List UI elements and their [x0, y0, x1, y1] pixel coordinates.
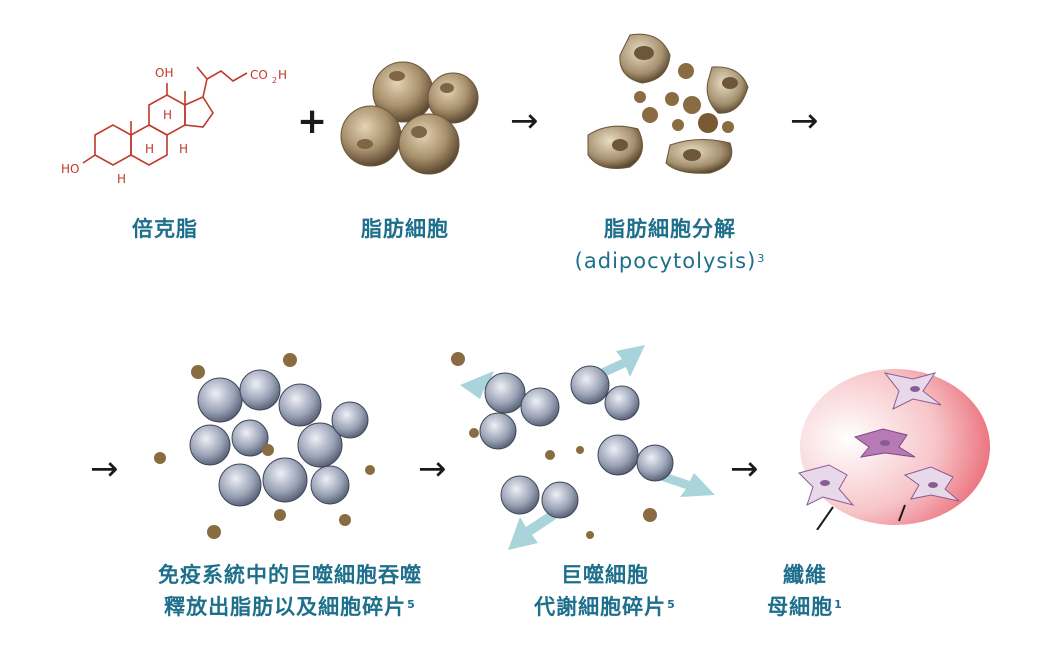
macrophage — [500, 475, 540, 515]
fat-cells-label: 脂肪細胞 — [361, 217, 449, 241]
fat-droplet — [643, 508, 657, 522]
cell-nucleus — [910, 386, 920, 392]
fat-droplet — [722, 121, 734, 133]
fat-droplet — [191, 365, 205, 379]
macrophage — [278, 383, 322, 427]
fibroblast-label-line2-text: 母細胞 — [767, 595, 834, 619]
cell-fragment — [706, 66, 749, 114]
fat-cells-illustration — [340, 61, 479, 175]
macrophage — [636, 444, 674, 482]
macrophage — [520, 387, 560, 427]
fat-droplet — [262, 444, 274, 456]
fibroblast-label-line1: 纖維 — [783, 563, 827, 587]
deoxycholic-label: 倍克脂 — [132, 217, 198, 241]
macrophage — [541, 481, 579, 519]
metabolize-label-line2: 代謝細胞碎片5 — [505, 592, 705, 622]
fat-droplet — [698, 113, 718, 133]
flow-arrow — [508, 511, 556, 550]
arrow-to-adipocytolysis: → — [510, 101, 539, 141]
fat-droplet — [683, 96, 701, 114]
fibroblast-tissue-illustration — [798, 369, 990, 530]
fat-cell — [340, 105, 402, 167]
fat-droplet — [469, 428, 479, 438]
fat-droplet — [665, 92, 679, 106]
macrophage — [310, 465, 350, 505]
ho-group-label: HO — [61, 162, 79, 176]
carboxyl-h-label: H — [278, 68, 287, 82]
arrow-to-fibroblasts: → — [730, 449, 759, 489]
macrophages-engulfing-illustration — [154, 353, 375, 539]
lysed-fat-cells-illustration — [587, 33, 749, 174]
macrophage — [297, 422, 343, 468]
fat-droplet — [678, 63, 694, 79]
hydrogen-label-c14: H — [179, 142, 188, 156]
hydrogen-label-c5: H — [117, 172, 126, 186]
cell-nucleus — [928, 482, 938, 488]
fat-droplet — [672, 119, 684, 131]
macrophage — [479, 412, 517, 450]
cell-fragment — [634, 46, 654, 60]
fat-droplet — [154, 452, 166, 464]
macrophage — [604, 385, 640, 421]
hydrogen-label-c8: H — [163, 108, 172, 122]
cell-nucleus — [820, 480, 830, 486]
arrow-to-metabolism: → — [418, 449, 447, 489]
reference-marker: 5 — [407, 598, 416, 611]
macrophage-label-line2: 釋放出脂肪以及細胞碎片5 — [120, 592, 460, 622]
fat-droplet — [545, 450, 555, 460]
reference-marker: 1 — [834, 598, 843, 611]
metabolize-label-line1: 巨噬細胞 — [561, 563, 649, 587]
fat-droplet — [451, 352, 465, 366]
cell-fragment — [612, 139, 628, 151]
hydrogen-label-c9: H — [145, 142, 154, 156]
fat-cell — [398, 113, 460, 175]
metabolize-label-line2-text: 代謝細胞碎片 — [534, 595, 667, 619]
carboxyl-subscript: 2 — [272, 76, 277, 85]
adipocytolysis-english-text: (adipocytolysis) — [574, 249, 757, 273]
fat-droplet — [207, 525, 221, 539]
macrophage — [189, 424, 231, 466]
macrophage — [197, 377, 243, 423]
fat-droplet — [365, 465, 375, 475]
plus-sign: + — [297, 101, 328, 142]
macrophage — [262, 457, 308, 503]
macrophage-label-line2-text: 釋放出脂肪以及細胞碎片 — [164, 595, 407, 619]
macrophage — [597, 434, 639, 476]
fat-droplet — [283, 353, 297, 367]
fat-droplet — [634, 91, 646, 103]
oh-group-label: OH — [155, 66, 173, 80]
macrophages-metabolizing-illustration — [451, 345, 715, 550]
adipocytolysis-label: 脂肪細胞分解 — [604, 217, 736, 241]
fat-cell — [372, 61, 434, 123]
fat-droplet — [274, 509, 286, 521]
cell-fragment — [683, 149, 701, 161]
deoxycholic-acid-structure: OH HO CO 2 H H H H H — [61, 66, 287, 186]
carboxyl-label: CO — [250, 68, 268, 82]
adipocytolysis-english-label: (adipocytolysis)3 — [560, 246, 780, 276]
macrophage-label-line1: 免疫系統中的巨噬細胞吞噬 — [158, 563, 422, 587]
fibroblast-label-line2: 母細胞1 — [740, 592, 870, 622]
macrophage — [570, 365, 610, 405]
arrow-to-next-row: → — [790, 101, 819, 141]
cell-nucleus — [880, 440, 890, 446]
macrophage — [231, 419, 269, 457]
fat-droplet — [642, 107, 658, 123]
macrophage — [484, 372, 526, 414]
macrophage — [239, 369, 281, 411]
arrow-to-macrophages: → — [90, 449, 119, 489]
cell-fragment — [722, 77, 738, 89]
macrophage — [331, 401, 369, 439]
reference-marker: 5 — [667, 598, 676, 611]
fat-cell — [427, 72, 479, 124]
fat-droplet — [586, 531, 594, 539]
fat-droplet — [339, 514, 351, 526]
fat-droplet — [576, 446, 584, 454]
macrophage — [218, 463, 262, 507]
reference-marker: 3 — [757, 252, 766, 265]
flow-arrow — [596, 345, 645, 379]
pointer-line — [898, 504, 906, 522]
pointer-line — [816, 506, 834, 530]
